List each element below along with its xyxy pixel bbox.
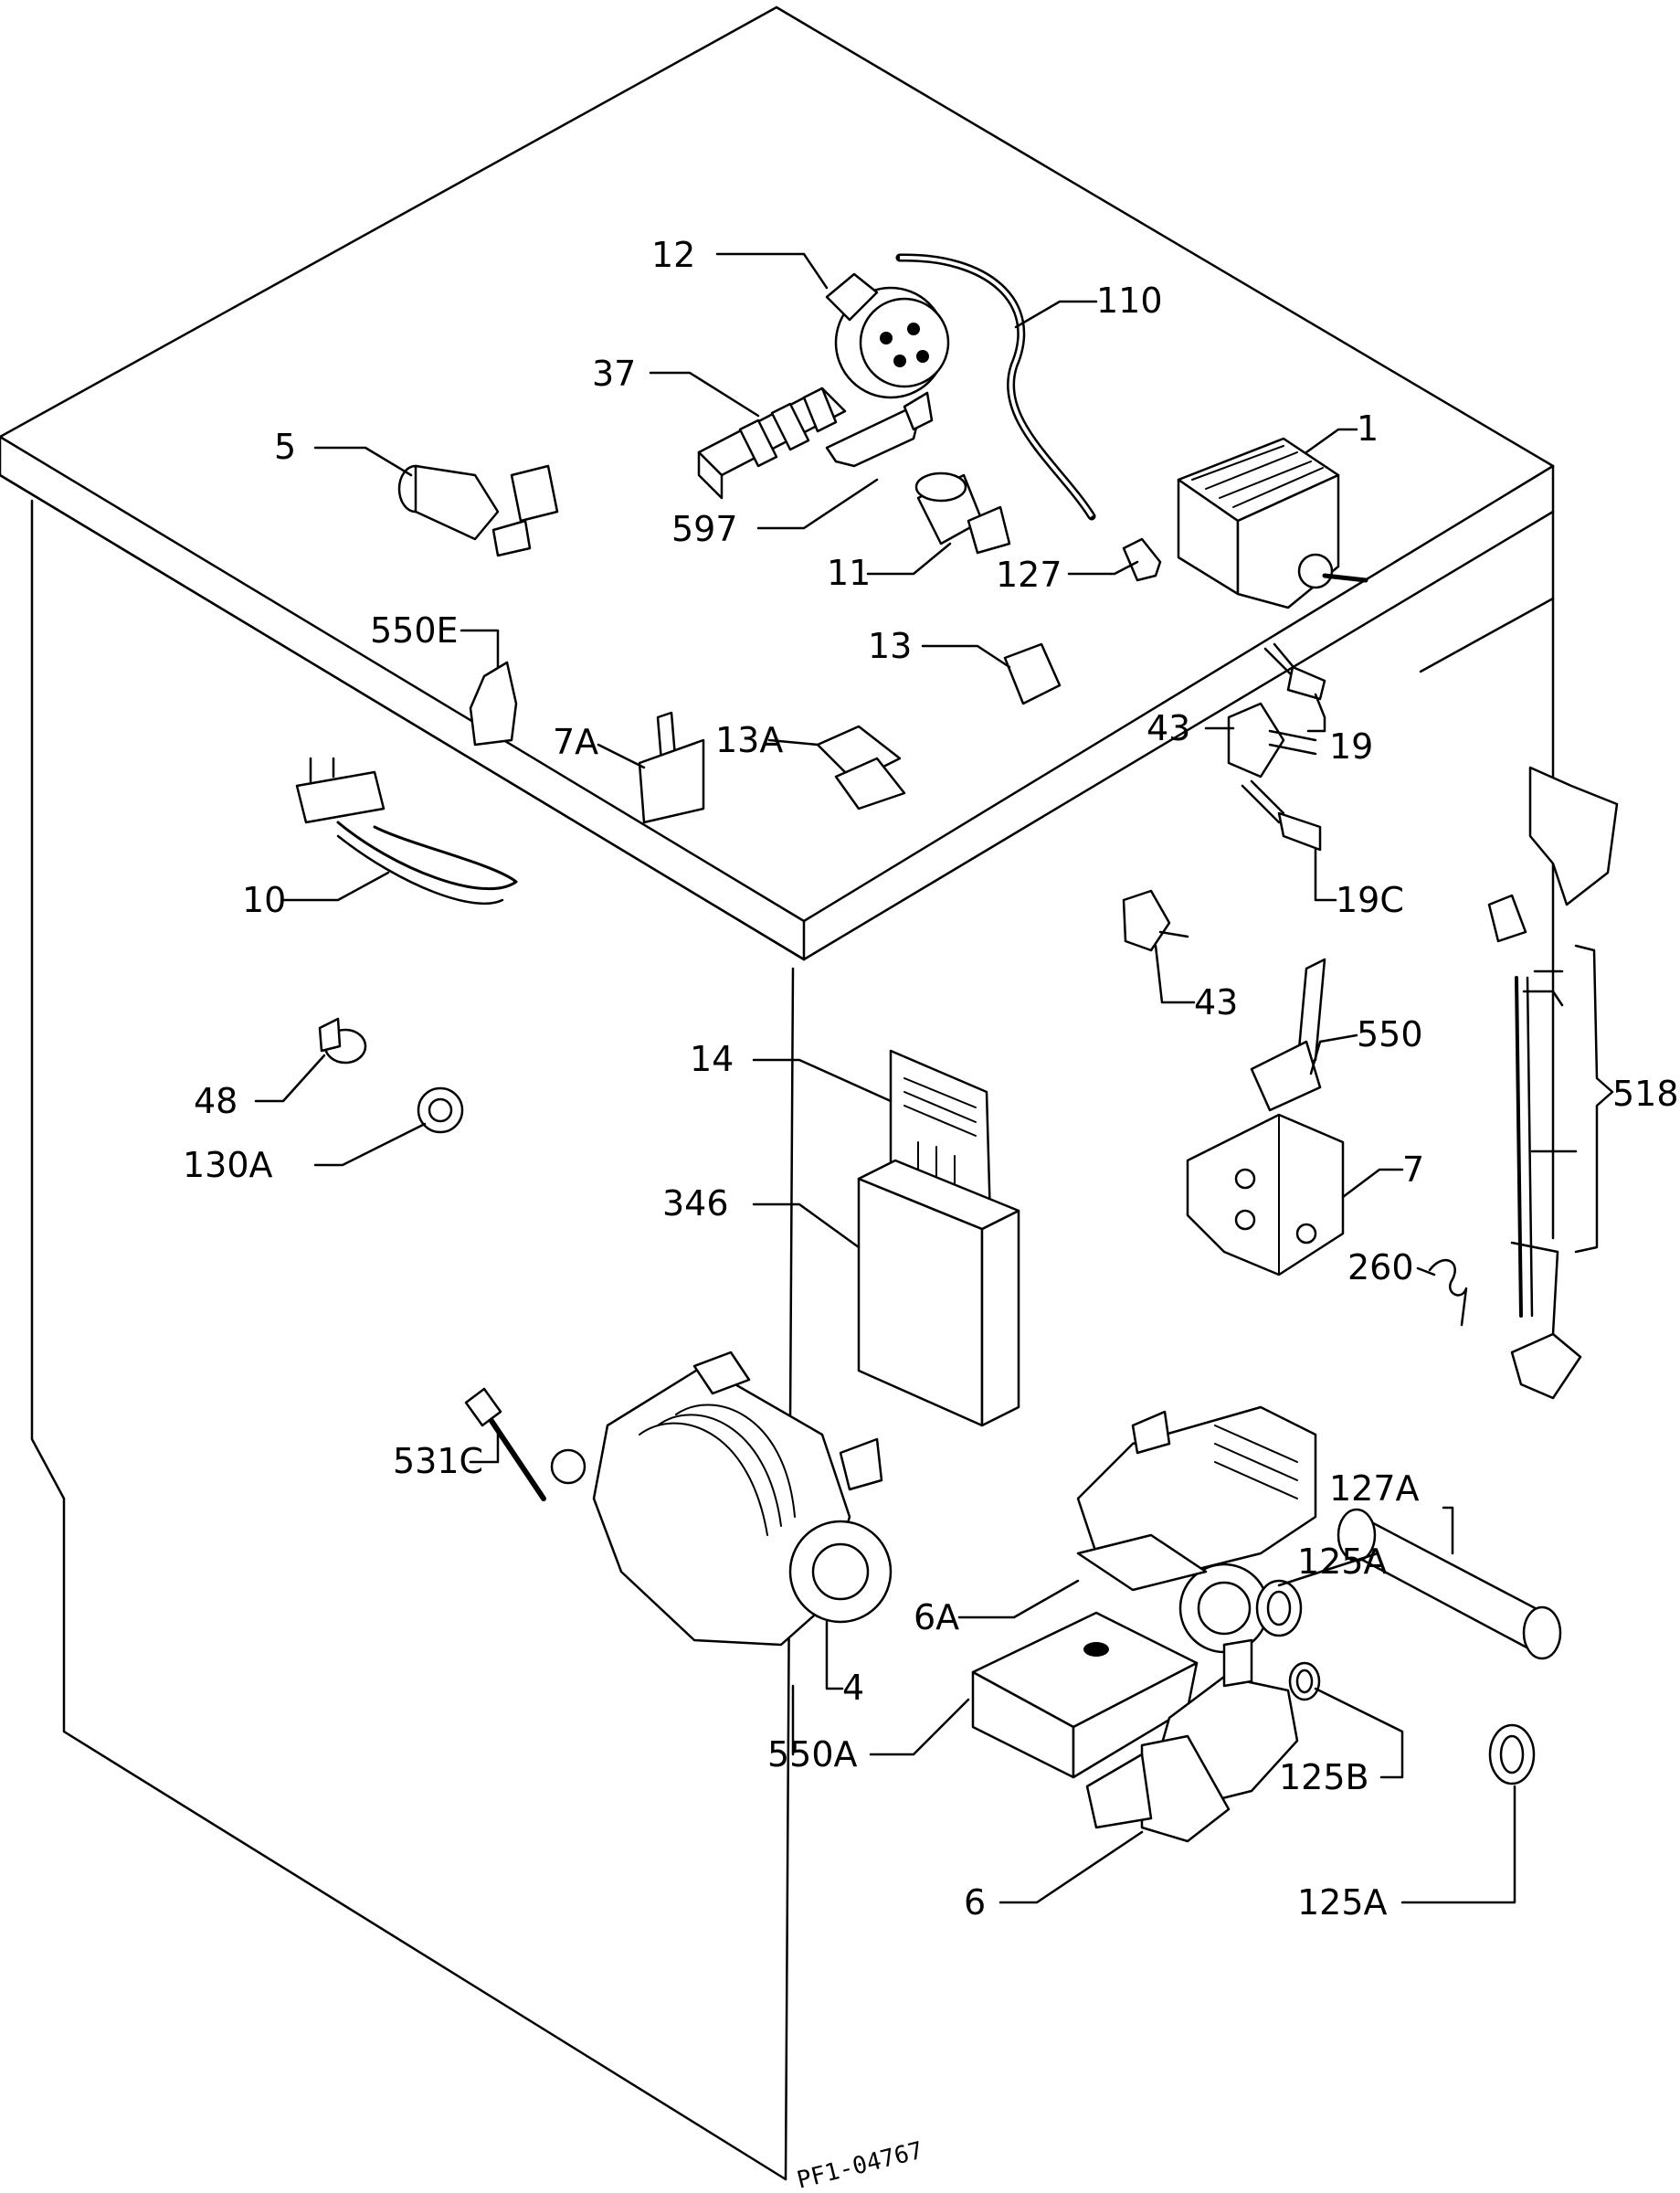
label-531C: 531C (393, 1441, 483, 1481)
label-597: 597 (671, 509, 738, 549)
part-346-dispenser-box (857, 1159, 1020, 1427)
bracket-518 (1574, 944, 1614, 1254)
part-550A-cover (971, 1611, 1199, 1779)
label-550: 550 (1357, 1014, 1423, 1054)
part-10-heating-element (295, 757, 518, 906)
cabinet-outline (0, 5, 1555, 2181)
part-127A-tube (1337, 1508, 1562, 1660)
part-6-drain-pump (1085, 1638, 1299, 1843)
part-1-programmer (1177, 437, 1368, 609)
part-13-connector (1003, 642, 1062, 705)
label-43-upper: 43 (1146, 708, 1190, 748)
label-6: 6 (964, 1882, 986, 1923)
part-48-knob (318, 1017, 367, 1065)
label-110: 110 (1096, 281, 1163, 321)
label-1: 1 (1357, 408, 1379, 449)
label-346: 346 (662, 1183, 729, 1224)
label-550E: 550E (370, 610, 459, 651)
part-6A-pump-housing (1076, 1405, 1317, 1654)
part-110-hose-inner (899, 255, 1094, 518)
label-130A: 130A (183, 1145, 273, 1185)
part-37-terminal-block (697, 387, 847, 500)
part-5-inlet-valve (397, 464, 559, 557)
part-43-lock-lower (1122, 889, 1189, 952)
part-7-door-interlock (1186, 1113, 1345, 1277)
part-550E-bracket (469, 661, 518, 747)
part-13A-connector (816, 725, 906, 810)
part-127-connector (1122, 537, 1162, 582)
label-19: 19 (1329, 726, 1373, 767)
label-518: 518 (1612, 1074, 1679, 1114)
label-4: 4 (842, 1668, 864, 1708)
label-13A: 13A (715, 720, 783, 760)
part-7A-microswitch (638, 711, 705, 824)
part-260-spring (1428, 1259, 1468, 1327)
label-127: 127 (996, 555, 1062, 595)
part-125A-ring-upper (1255, 1579, 1303, 1637)
label-7: 7 (1402, 1149, 1424, 1190)
label-7A: 7A (553, 722, 598, 762)
label-14: 14 (690, 1039, 734, 1079)
part-19C-sensor (1241, 779, 1322, 852)
label-13: 13 (868, 626, 912, 666)
label-19C: 19C (1336, 880, 1404, 920)
part-19-sensor (1263, 642, 1326, 701)
label-48: 48 (194, 1081, 238, 1121)
label-43-lower: 43 (1194, 982, 1238, 1022)
part-531C-screw (464, 1387, 546, 1501)
part-550-lever (1250, 958, 1326, 1112)
label-10: 10 (242, 880, 286, 920)
label-12: 12 (651, 235, 695, 275)
label-6A: 6A (914, 1597, 959, 1637)
part-4-motor (550, 1351, 893, 1647)
label-260: 260 (1347, 1247, 1414, 1287)
label-125B: 125B (1279, 1757, 1369, 1797)
label-127A: 127A (1329, 1468, 1420, 1509)
part-12-pressure-switch (825, 272, 950, 399)
part-125B-ring (1288, 1661, 1321, 1701)
part-518-latch-assembly (1487, 766, 1619, 1400)
part-597-bracket (825, 391, 934, 468)
part-130A-knob (417, 1086, 464, 1134)
label-11: 11 (827, 553, 871, 593)
label-37: 37 (592, 354, 636, 394)
label-5: 5 (274, 427, 296, 467)
label-125A-lower: 125A (1297, 1882, 1388, 1923)
label-125A-upper: 125A (1297, 1541, 1388, 1582)
callout-labels: 12 110 37 5 597 11 127 1 13 550E 7A 13A … (183, 235, 1679, 2193)
part-43-lock-upper (1227, 702, 1317, 779)
label-550A: 550A (767, 1734, 858, 1775)
part-11-capacitor (914, 471, 1011, 555)
drawing-number: PF1-04767 (794, 2137, 925, 2193)
part-125A-ring-lower (1488, 1723, 1536, 1785)
leader-lines (254, 252, 1578, 1904)
